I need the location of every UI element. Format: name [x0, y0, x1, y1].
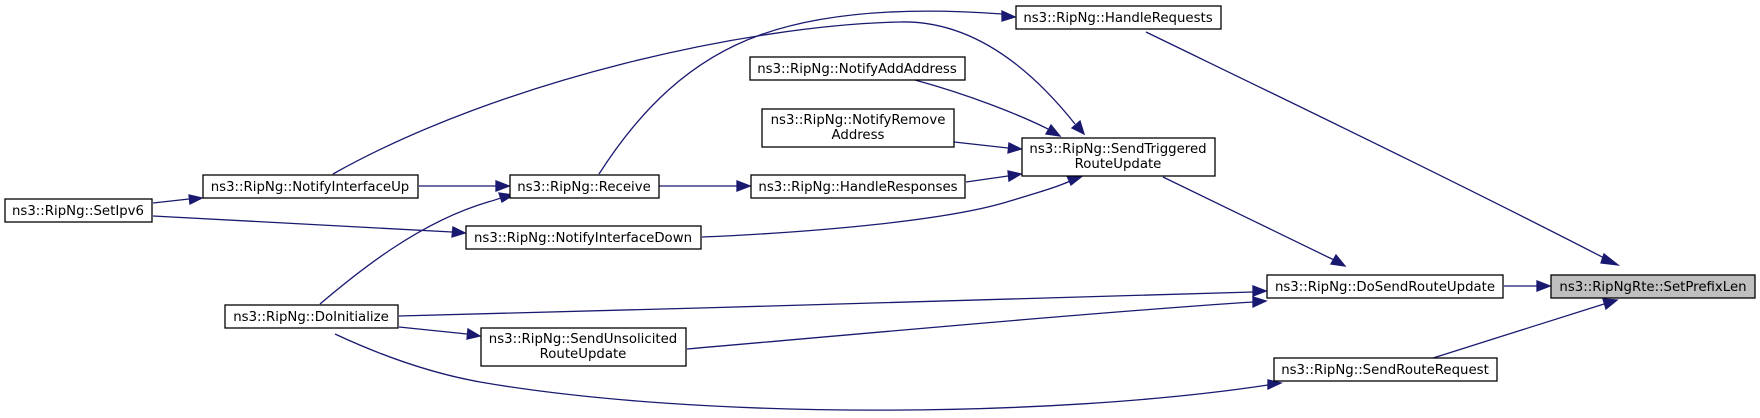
function-nodes: ns3::RipNgRte::SetPrefixLen ns3::RipNg::…: [4, 5, 1756, 382]
node-set-prefix-len-label: ns3::RipNgRte::SetPrefixLen: [1559, 280, 1746, 295]
edge-sendunsolicited-to-dosendrouteupdate: [686, 296, 1268, 350]
node-receive-label: ns3::RipNg::Receive: [517, 180, 651, 195]
node-handle-responses-label: ns3::RipNg::HandleResponses: [758, 180, 957, 195]
node-send-triggered-route-update[interactable]: ns3::RipNg::SendTriggered RouteUpdate: [1021, 137, 1216, 177]
edge-notifyremoveaddress-to-sendtriggered: [953, 141, 1023, 154]
node-send-triggered-route-update-label-line2: RouteUpdate: [1075, 157, 1162, 172]
edge-notifyinterfaceup-to-receive: [419, 180, 511, 192]
node-set-ipv6[interactable]: ns3::RipNg::SetIpv6: [4, 198, 153, 223]
node-handle-responses[interactable]: ns3::RipNg::HandleResponses: [750, 174, 966, 199]
node-notify-remove-address-label-line2: Address: [832, 128, 885, 143]
node-do-send-route-update[interactable]: ns3::RipNg::DoSendRouteUpdate: [1266, 274, 1504, 299]
edge-receive-to-handlerequests: [598, 9, 1017, 175]
node-notify-interface-down-label: ns3::RipNg::NotifyInterfaceDown: [474, 231, 692, 246]
edge-doinitialize-to-sendrouterequest: [334, 333, 1283, 411]
edge-receive-to-handleresponses: [659, 180, 752, 192]
node-receive[interactable]: ns3::RipNg::Receive: [509, 174, 660, 199]
node-notify-remove-address[interactable]: ns3::RipNg::NotifyRemove Address: [761, 108, 955, 148]
edge-notifyaddaddress-to-sendtriggered: [914, 79, 1062, 137]
node-notify-interface-up[interactable]: ns3::RipNg::NotifyInterfaceUp: [202, 174, 419, 199]
node-send-triggered-route-update-label-line1: ns3::RipNg::SendTriggered: [1029, 142, 1206, 157]
node-set-prefix-len[interactable]: ns3::RipNgRte::SetPrefixLen: [1550, 274, 1756, 299]
node-send-unsolicited-route-update-label-line2: RouteUpdate: [540, 347, 627, 362]
edge-doinitialize-to-sendunsolicited: [398, 326, 482, 340]
node-notify-interface-up-label: ns3::RipNg::NotifyInterfaceUp: [211, 180, 410, 195]
call-edges: [152, 9, 1621, 411]
node-notify-add-address[interactable]: ns3::RipNg::NotifyAddAddress: [749, 56, 966, 81]
edge-handleresponses-to-sendtriggered: [965, 170, 1023, 183]
node-send-route-request-label: ns3::RipNg::SendRouteRequest: [1281, 363, 1489, 378]
edge-dosendrouteupdate-to-setprefixlen: [1504, 280, 1552, 292]
node-do-initialize-label: ns3::RipNg::DoInitialize: [233, 310, 389, 325]
edge-sendrouterequest-to-setprefixlen: [1429, 298, 1619, 360]
edge-notifyinterfaceup-to-sendtriggered: [332, 21, 1086, 175]
node-do-initialize[interactable]: ns3::RipNg::DoInitialize: [224, 304, 399, 329]
node-handle-requests[interactable]: ns3::RipNg::HandleRequests: [1015, 5, 1222, 30]
node-handle-requests-label: ns3::RipNg::HandleRequests: [1023, 11, 1212, 26]
node-do-send-route-update-label: ns3::RipNg::DoSendRouteUpdate: [1275, 280, 1495, 295]
node-send-route-request[interactable]: ns3::RipNg::SendRouteRequest: [1273, 357, 1498, 382]
node-notify-remove-address-label-line1: ns3::RipNg::NotifyRemove: [771, 113, 946, 128]
edge-notifyinterfacedown-to-sendtriggered: [701, 175, 1083, 238]
node-send-unsolicited-route-update[interactable]: ns3::RipNg::SendUnsolicited RouteUpdate: [480, 327, 687, 367]
edge-setipv6-to-notifyinterfacedown: [152, 215, 467, 238]
node-set-ipv6-label: ns3::RipNg::SetIpv6: [12, 204, 144, 219]
edge-sendtriggered-to-dosendrouteupdate: [1162, 176, 1347, 267]
node-notify-add-address-label: ns3::RipNg::NotifyAddAddress: [757, 62, 957, 77]
edge-doinitialize-to-dosendrouteupdate: [398, 285, 1268, 317]
node-send-unsolicited-route-update-label-line1: ns3::RipNg::SendUnsolicited: [489, 332, 677, 347]
edge-handlerequests-to-setprefixlen: [1145, 31, 1621, 266]
node-notify-interface-down[interactable]: ns3::RipNg::NotifyInterfaceDown: [465, 225, 702, 250]
edge-setipv6-to-notifyinterfaceup: [152, 194, 204, 205]
